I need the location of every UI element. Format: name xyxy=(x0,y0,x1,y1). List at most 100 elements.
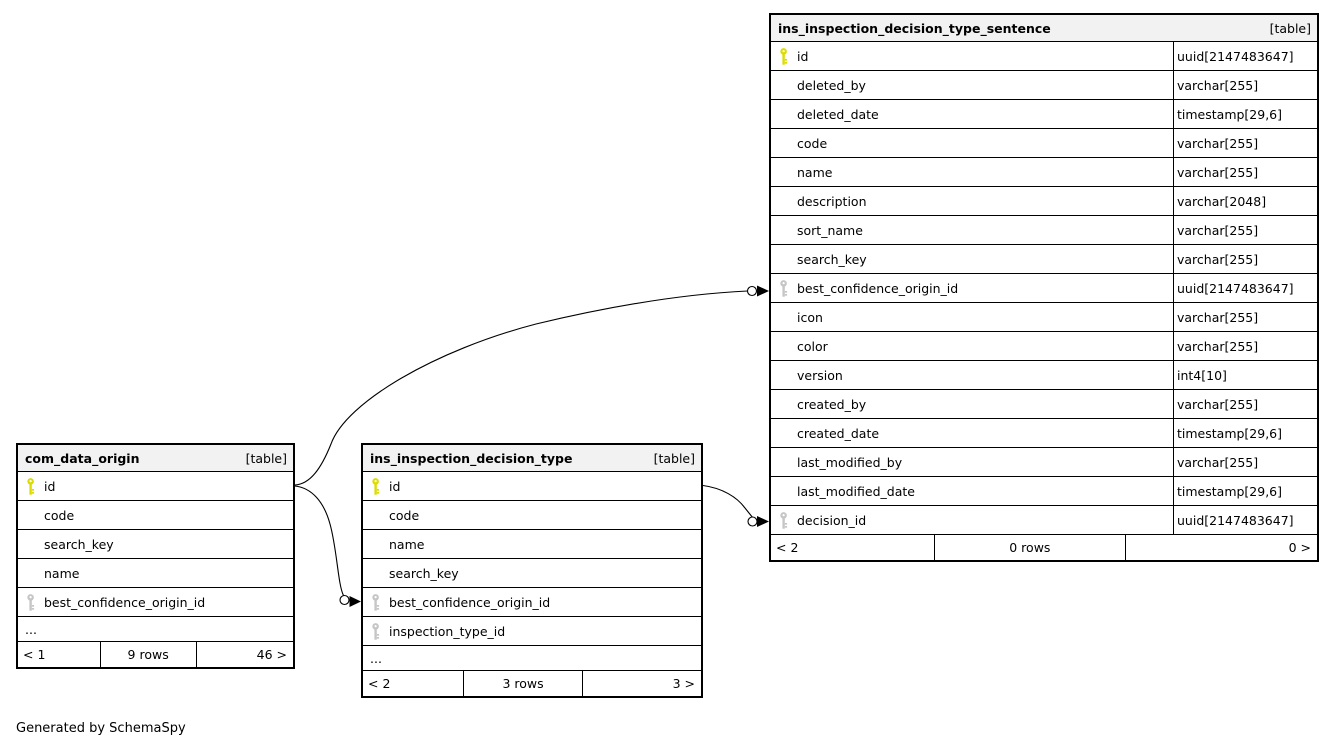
footer-row-count: 9 rows xyxy=(101,642,197,667)
more-columns-row: ... xyxy=(363,646,701,671)
column-row-last_modified_date[interactable]: last_modified_date timestamp[29,6] xyxy=(771,477,1317,506)
column-type: uuid[2147483647] xyxy=(1173,42,1317,70)
column-row-version[interactable]: version int4[10] xyxy=(771,361,1317,390)
column-row-name[interactable]: name xyxy=(18,559,293,588)
column-name: version xyxy=(797,367,843,383)
column-row-code[interactable]: code xyxy=(363,501,701,530)
column-type: uuid[2147483647] xyxy=(1173,506,1317,534)
table-title: ins_inspection_decision_type xyxy=(370,450,573,466)
primary-key-icon xyxy=(27,477,35,495)
table-footer: < 1 9 rows 46 > xyxy=(18,642,293,667)
column-type: varchar[255] xyxy=(1173,303,1317,331)
column-type: varchar[255] xyxy=(1173,71,1317,99)
relationship-arrowhead-icon xyxy=(349,596,361,607)
column-name: search_key xyxy=(797,251,867,267)
table-type-badge: [table] xyxy=(245,450,287,466)
column-row-search_key[interactable]: search_key xyxy=(18,530,293,559)
table-type-badge: [table] xyxy=(1269,20,1311,36)
column-row-best_confidence_origin_id[interactable]: best_confidence_origin_id xyxy=(363,588,701,617)
relationship-zero-circle xyxy=(339,594,350,606)
column-row-color[interactable]: color varchar[255] xyxy=(771,332,1317,361)
column-row-id[interactable]: id uuid[2147483647] xyxy=(771,42,1317,71)
column-row-name[interactable]: name xyxy=(363,530,701,559)
relationship-line-com_data_origin-to-sentence-best_confidence_origin_id xyxy=(294,290,748,486)
key-cell xyxy=(363,622,389,640)
footer-child-count: 0 > xyxy=(1288,540,1311,555)
column-type: uuid[2147483647] xyxy=(1173,274,1317,302)
column-row-search_key[interactable]: search_key xyxy=(363,559,701,588)
column-row-search_key[interactable]: search_key varchar[255] xyxy=(771,245,1317,274)
foreign-key-icon xyxy=(372,593,380,611)
schemaspy-credit: Generated by SchemaSpy xyxy=(16,721,186,736)
ellipsis-label: ... xyxy=(370,650,382,666)
column-name: code xyxy=(44,507,75,523)
column-name: deleted_date xyxy=(797,106,879,122)
footer-row-count: 0 rows xyxy=(935,535,1126,560)
column-type: timestamp[29,6] xyxy=(1173,100,1317,128)
column-row-id[interactable]: id xyxy=(363,472,701,501)
key-cell xyxy=(18,477,44,495)
column-name: code xyxy=(797,135,828,151)
column-name: icon xyxy=(797,309,823,325)
column-type: varchar[255] xyxy=(1173,332,1317,360)
more-columns-row: ... xyxy=(18,617,293,642)
column-row-code[interactable]: code xyxy=(18,501,293,530)
table-type-badge: [table] xyxy=(653,450,695,466)
footer-child-count: 3 > xyxy=(672,676,695,691)
column-row-icon[interactable]: icon varchar[255] xyxy=(771,303,1317,332)
column-type: int4[10] xyxy=(1173,361,1317,389)
footer-child-count: 46 > xyxy=(256,647,287,662)
column-name: best_confidence_origin_id xyxy=(389,594,551,610)
column-row-created_date[interactable]: created_date timestamp[29,6] xyxy=(771,419,1317,448)
table-ins_inspection_decision_type: ins_inspection_decision_type [table] id c… xyxy=(361,443,703,698)
column-row-best_confidence_origin_id[interactable]: best_confidence_origin_id uuid[2147483647… xyxy=(771,274,1317,303)
relationship-arrowhead-icon xyxy=(757,285,769,297)
column-type: timestamp[29,6] xyxy=(1173,419,1317,447)
column-type: varchar[255] xyxy=(1173,216,1317,244)
table-header-com_data_origin[interactable]: com_data_origin [table] xyxy=(18,445,293,472)
footer-parent-count: < 2 xyxy=(771,535,935,560)
relationship-arrowhead-icon xyxy=(757,516,769,527)
column-name: id xyxy=(797,48,809,64)
column-row-deleted_date[interactable]: deleted_date timestamp[29,6] xyxy=(771,100,1317,129)
foreign-key-icon xyxy=(372,622,380,640)
column-name: color xyxy=(797,338,828,354)
table-title: ins_inspection_decision_type_sentence xyxy=(778,20,1051,36)
key-cell xyxy=(363,593,389,611)
table-header-ins_inspection_decision_type[interactable]: ins_inspection_decision_type [table] xyxy=(363,445,701,472)
column-type: varchar[255] xyxy=(1173,245,1317,273)
column-type: timestamp[29,6] xyxy=(1173,477,1317,505)
column-name: best_confidence_origin_id xyxy=(797,280,959,296)
key-cell xyxy=(363,477,389,495)
column-name: id xyxy=(44,478,56,494)
key-cell xyxy=(771,47,797,65)
column-row-inspection_type_id[interactable]: inspection_type_id xyxy=(363,617,701,646)
footer-parent-count: < 1 xyxy=(18,642,101,667)
column-name: code xyxy=(389,507,420,523)
relationship-zero-circle xyxy=(747,516,758,527)
table-title: com_data_origin xyxy=(25,450,140,466)
footer-row-count: 3 rows xyxy=(464,671,583,696)
table-header-ins_inspection_decision_type_sentence[interactable]: ins_inspection_decision_type_sentence [t… xyxy=(771,15,1317,42)
column-name: best_confidence_origin_id xyxy=(44,594,206,610)
column-name: last_modified_date xyxy=(797,483,915,499)
column-name: created_date xyxy=(797,425,880,441)
column-row-best_confidence_origin_id[interactable]: best_confidence_origin_id xyxy=(18,588,293,617)
column-row-id[interactable]: id xyxy=(18,472,293,501)
column-type: varchar[255] xyxy=(1173,158,1317,186)
footer-parent-count: < 2 xyxy=(363,671,465,696)
column-name: name xyxy=(44,565,80,581)
column-name: description xyxy=(797,193,867,209)
